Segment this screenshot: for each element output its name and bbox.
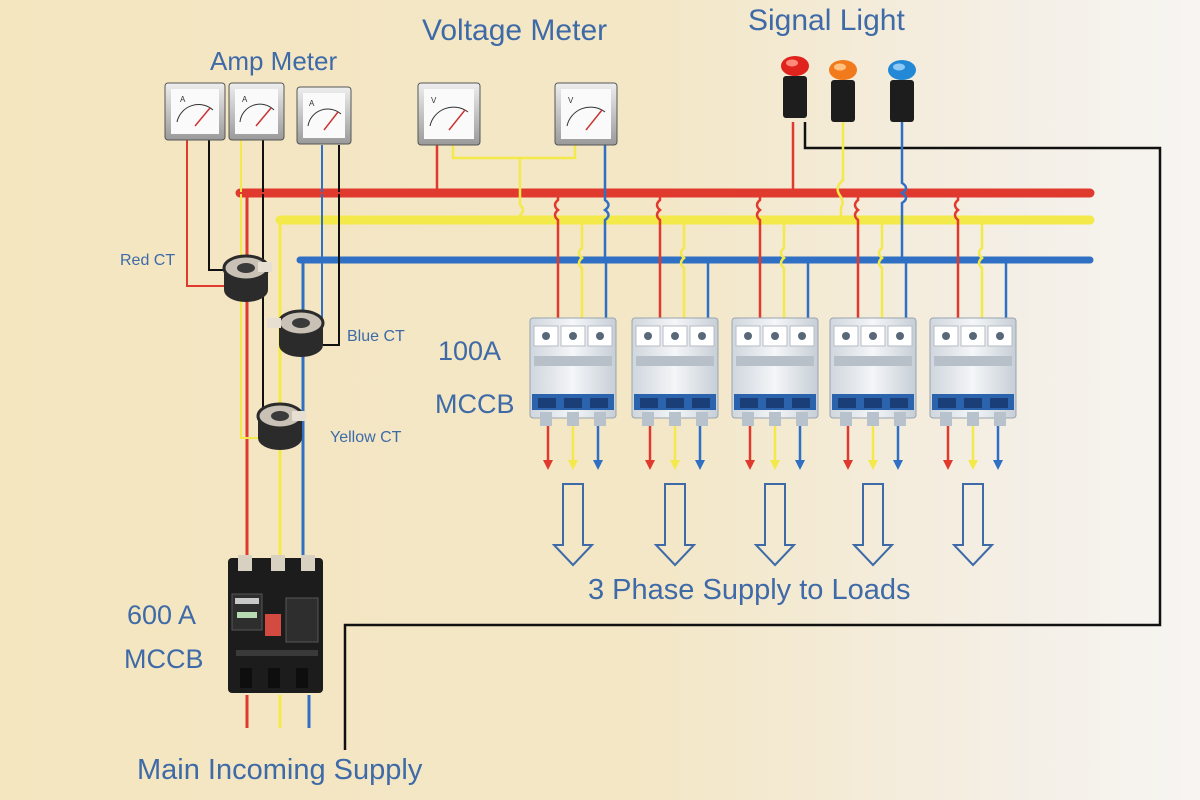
signal-light-blue (888, 60, 916, 122)
busbars (235, 188, 1095, 264)
loads-label: 3 Phase Supply to Loads (588, 574, 911, 606)
branch-mccb-2 (631, 193, 719, 567)
branch-mccb-3 (731, 193, 819, 567)
arrow-down-icon (753, 483, 797, 567)
arrow-down-icon (653, 483, 697, 567)
meter-face-text: V (431, 96, 437, 105)
arrow-down-icon (851, 483, 895, 567)
voltmeter-1: V (417, 82, 481, 146)
ammeter-2: A (228, 82, 285, 141)
branch-mccb-4 (829, 193, 917, 567)
voltmeter-2: V (554, 82, 618, 146)
branch-mccb-5 (929, 193, 1017, 567)
mccb-100a-type: MCCB (435, 389, 515, 419)
voltage-meters: V V (417, 82, 618, 146)
mccb-600a-device (228, 555, 323, 693)
current-transformers (222, 254, 325, 450)
voltage-meter-wiring (435, 143, 610, 260)
blue-ct-label: Blue CT (347, 328, 405, 345)
neutral-return-line (343, 122, 1162, 750)
arrow-down-icon (951, 483, 995, 567)
meter-face-text: A (242, 95, 248, 104)
amp-meter-label: Amp Meter (210, 46, 338, 76)
blue-feeder (301, 258, 420, 565)
red-ct-device (222, 254, 272, 302)
arrow-down-icon (551, 483, 595, 567)
branch-mccbs (529, 193, 1017, 567)
signal-light-wiring (791, 122, 908, 260)
signal-light-red (781, 56, 809, 118)
meter-face-text: A (180, 95, 186, 104)
mccb-600a-rating: 600 A (127, 600, 197, 630)
voltage-meter-label: Voltage Meter (422, 14, 608, 47)
amp-meters: A A A (164, 82, 352, 145)
ammeter-1: A (164, 82, 226, 141)
meter-face-text: A (309, 99, 315, 108)
blue-ct-device (267, 309, 325, 357)
yellow-ct-label: Yellow CT (330, 429, 402, 446)
mccb-600a-type: MCCB (124, 644, 204, 674)
ammeter-3: A (296, 86, 352, 145)
signal-lights (781, 56, 916, 122)
incoming-supply-label: Main Incoming Supply (137, 754, 423, 786)
mccb-100a-rating: 100A (438, 336, 502, 366)
signal-light-amber (829, 60, 857, 122)
yellow-feeder (278, 218, 420, 565)
meter-face-text: V (568, 96, 574, 105)
red-ct-label: Red CT (120, 252, 176, 269)
yellow-ct-device (256, 402, 306, 450)
signal-light-label: Signal Light (748, 4, 905, 37)
branch-mccb-1 (529, 193, 617, 567)
